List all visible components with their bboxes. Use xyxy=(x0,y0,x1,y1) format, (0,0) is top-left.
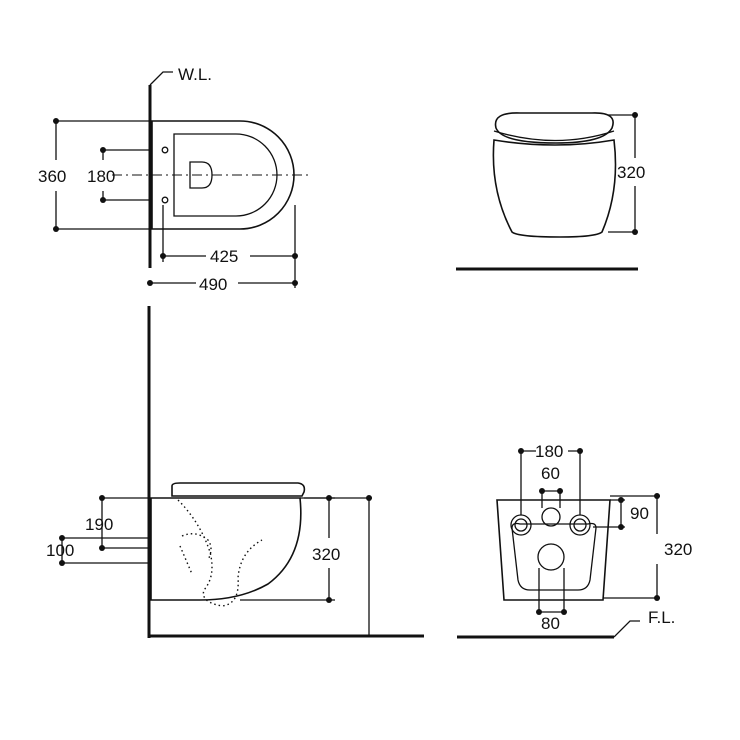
rear-inlet-spacing-label: 60 xyxy=(541,464,560,483)
dimension-490-label: 490 xyxy=(199,275,227,294)
dimension-rear-top-offset: 90 xyxy=(593,497,649,530)
dimension-fixing-height-upper: 190 xyxy=(85,495,150,551)
dimension-side-seat-height xyxy=(304,495,372,636)
rear-inner-outline xyxy=(511,522,597,591)
dimension-425-label: 425 xyxy=(210,247,238,266)
rear-outline xyxy=(496,499,611,601)
side-height-label: 320 xyxy=(312,545,340,564)
dimension-rear-outlet-width: 80 xyxy=(536,568,567,633)
front-view: 320 xyxy=(456,112,645,271)
rear-top-offset-label: 90 xyxy=(630,504,649,523)
fixing-hole-upper xyxy=(161,146,169,154)
front-bowl xyxy=(492,139,617,238)
rear-view: F.L. 180 60 80 90 320 xyxy=(457,442,692,639)
side-inner-hidden xyxy=(179,533,212,575)
dimension-inner-length: 425 xyxy=(160,205,298,266)
dimension-overall-width: 360 xyxy=(38,118,150,232)
dimension-fixing-height-lower: 100 xyxy=(46,535,150,566)
dimension-front-height: 320 xyxy=(608,112,645,235)
rear-waste-outlet xyxy=(537,543,565,571)
side-bowl xyxy=(150,497,302,601)
dimension-rear-inlet-spacing: 60 xyxy=(539,464,563,508)
side-seat-lid xyxy=(171,482,306,497)
dimension-overall-length: 490 xyxy=(147,262,298,294)
seat-inner-outline xyxy=(173,133,278,217)
rear-outlet-width-label: 80 xyxy=(541,614,560,633)
dimension-rear-height: 320 xyxy=(603,493,692,601)
floor-label-leader xyxy=(613,620,640,638)
front-seat-lid xyxy=(494,112,614,144)
rear-water-inlet xyxy=(541,507,561,527)
dimension-rear-fixing-spacing: 180 xyxy=(518,442,583,515)
fixing-height-lower-label: 100 xyxy=(46,541,74,560)
rear-fixing-spacing-label: 180 xyxy=(535,442,563,461)
dimension-fixing-spacing: 180 xyxy=(87,147,150,203)
wall-line-label: W.L. xyxy=(178,65,212,84)
bowl-outline xyxy=(151,120,295,230)
wall-label-leader xyxy=(149,71,173,86)
top-view: W.L. 360 180 425 490 xyxy=(38,65,312,294)
fixing-hole-lower xyxy=(161,196,169,204)
front-height-label: 320 xyxy=(617,163,645,182)
dimension-360-label: 360 xyxy=(38,167,66,186)
fixing-height-upper-label: 190 xyxy=(85,515,113,534)
front-seat-edge xyxy=(493,130,615,142)
side-view: 190 100 320 xyxy=(46,306,424,638)
dimension-180-label: 180 xyxy=(87,167,115,186)
rear-height-label: 320 xyxy=(664,540,692,559)
floor-line-label: F.L. xyxy=(648,608,675,627)
